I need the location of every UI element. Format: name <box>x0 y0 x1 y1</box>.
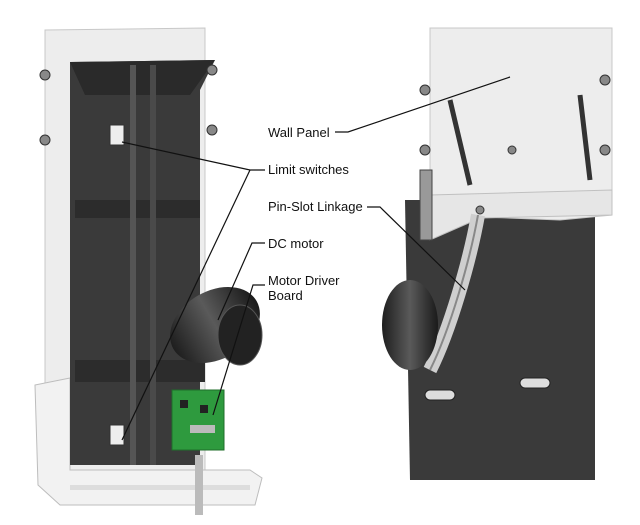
leader-lines <box>121 76 511 441</box>
dc-motor-leader <box>217 242 265 321</box>
pin-slot-linkage-leader <box>367 206 466 291</box>
left-assembly <box>34 27 263 515</box>
label-motor-driver-line2: Board <box>268 288 303 303</box>
label-motor-driver-line1: Motor Driver <box>268 273 340 288</box>
label-wall-panel: Wall Panel <box>268 125 330 140</box>
wall-panel-leader <box>335 76 511 133</box>
motor-driver-board <box>171 389 225 451</box>
limit-switch-leader-bottom <box>121 169 251 441</box>
label-motor-driver-board: Motor Driver Board <box>268 273 340 303</box>
label-pin-slot-linkage: Pin-Slot Linkage <box>268 199 363 214</box>
right-dark-plate <box>405 200 595 480</box>
right-assembly <box>382 27 613 480</box>
motor-driver-board-leader <box>212 284 265 416</box>
right-dc-motor <box>382 280 438 370</box>
label-dc-motor: DC motor <box>268 236 324 251</box>
label-limit-switches: Limit switches <box>268 162 349 177</box>
